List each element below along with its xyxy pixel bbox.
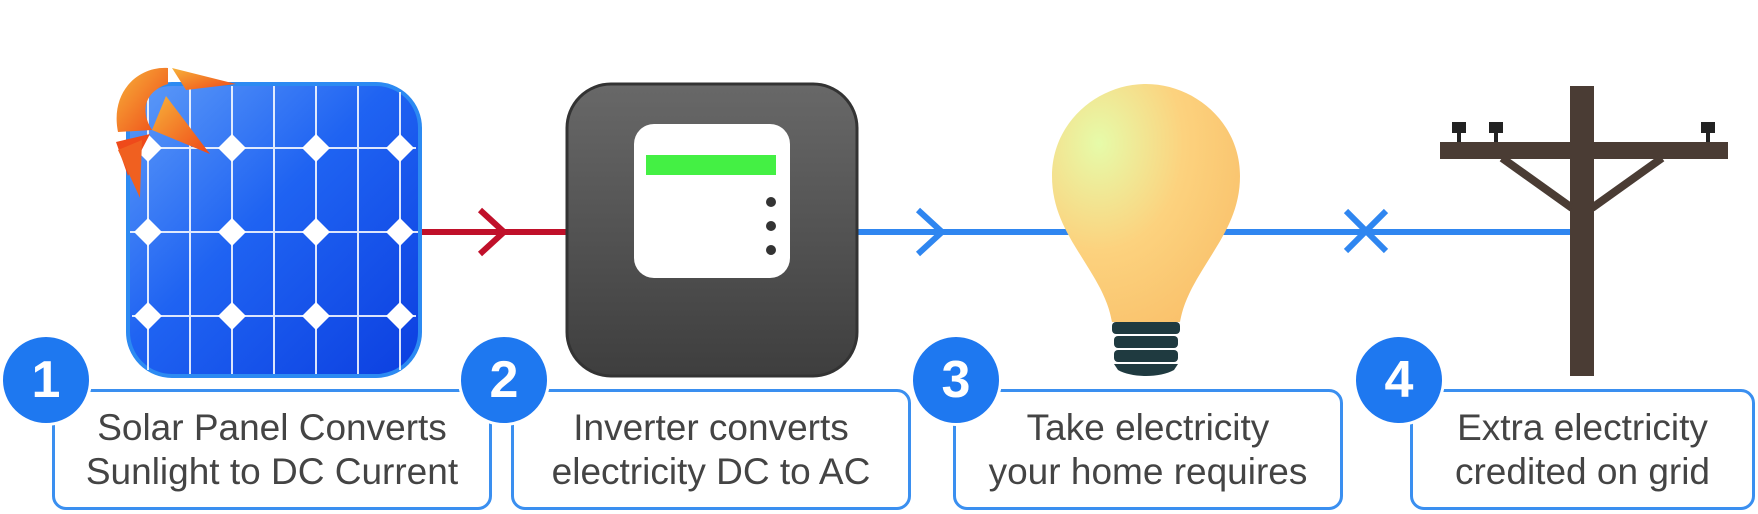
step-1-caption: Solar Panel Converts Sunlight to DC Curr…: [52, 389, 492, 510]
step-4-line-1: Extra electricity: [1457, 406, 1708, 448]
inverter-icon: [565, 82, 859, 378]
step-1-number-badge: 1: [0, 334, 92, 426]
step-2-number-badge: 2: [458, 334, 550, 426]
step-3-number-badge: 3: [910, 334, 1002, 426]
step-3-line-1: Take electricity: [1026, 406, 1270, 448]
step-2-caption: Inverter converts electricity DC to AC: [511, 389, 911, 510]
light-bulb-icon: [1052, 84, 1240, 376]
dc-connection: [418, 207, 568, 257]
step-1-line-2: Sunlight to DC Current: [85, 450, 459, 492]
solar-panel-icon: [126, 82, 422, 378]
step-1-line-1: Solar Panel Converts: [97, 406, 447, 448]
utility-pole-icon: [1440, 86, 1728, 376]
step-3-line-2: your home requires: [988, 450, 1308, 492]
grid-meter-cross-icon: [1343, 208, 1389, 254]
step-2-line-1: Inverter converts: [573, 406, 849, 448]
step-4-caption: Extra electricity credited on grid: [1410, 389, 1755, 510]
step-3-caption: Take electricity your home requires: [953, 389, 1343, 510]
sun-icon: [116, 67, 236, 198]
step-4-line-2: credited on grid: [1454, 450, 1711, 492]
step-2-line-2: electricity DC to AC: [551, 450, 871, 492]
step-4-number-badge: 4: [1353, 334, 1445, 426]
